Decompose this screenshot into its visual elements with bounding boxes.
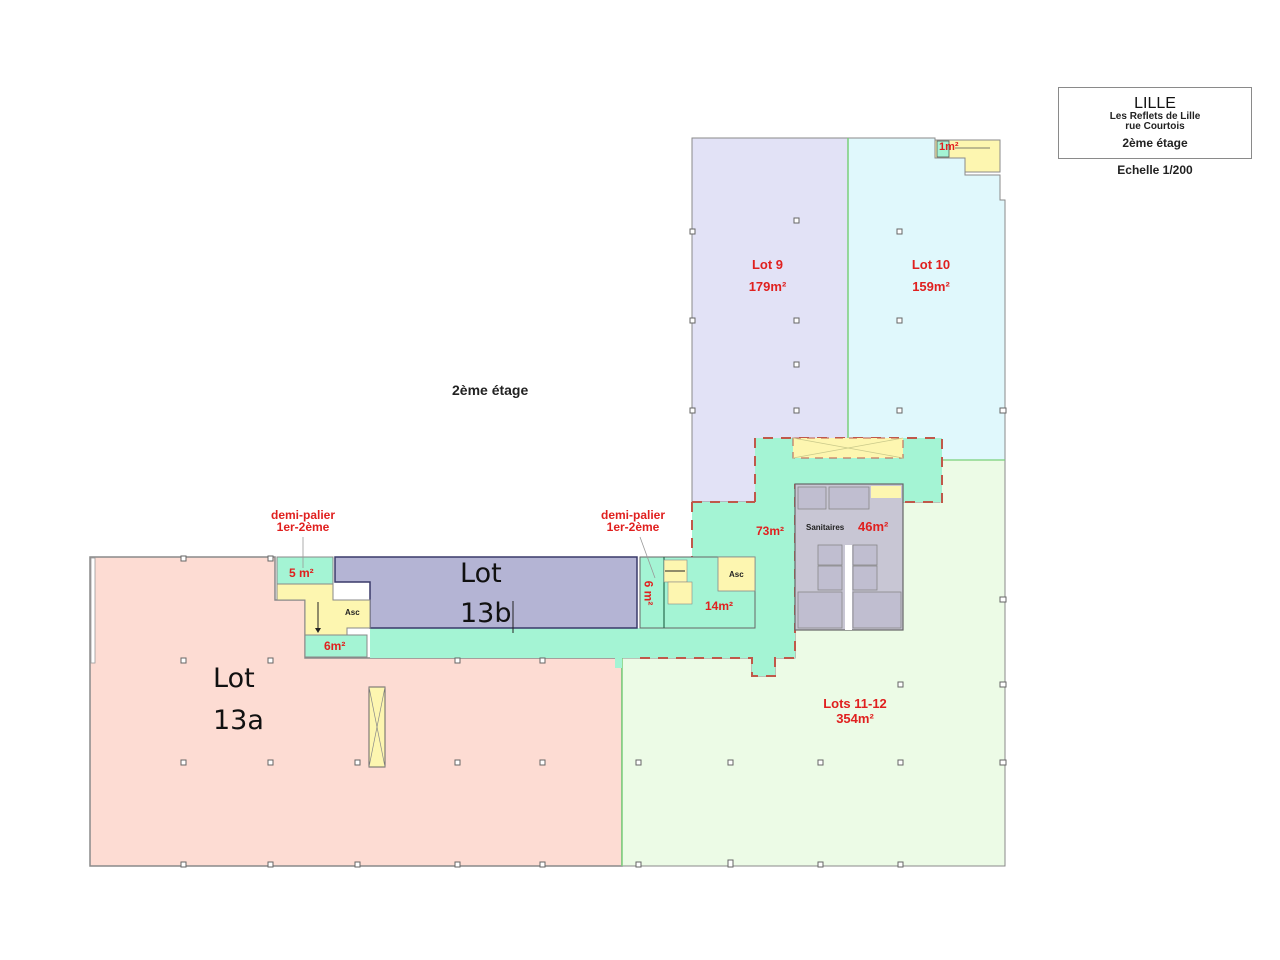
lots-11-12-name: Lots 11-12 xyxy=(823,696,887,711)
title-block: LILLE Les Reflets de Lille rue Courtois … xyxy=(1058,87,1252,159)
small-top-area-label: 1m² xyxy=(939,141,959,153)
west-core xyxy=(276,556,371,658)
lift-west-label: Asc xyxy=(345,608,360,617)
title-street: rue Courtois xyxy=(1125,121,1185,132)
structural-columns xyxy=(180,217,1007,868)
lot-10-area xyxy=(847,137,1006,461)
east-core xyxy=(639,556,756,629)
lot-13a-line1: Lot xyxy=(213,663,255,694)
sanitaires-label: Sanitaires xyxy=(806,523,845,532)
sanitaires-block xyxy=(794,483,904,631)
lot-13a-line2: 13a xyxy=(213,705,264,736)
lots-11-12-area-label: 354m² xyxy=(836,711,874,726)
lot-10-name: Lot 10 xyxy=(911,257,951,272)
lot-9-area-label: 179m² xyxy=(748,279,787,294)
leader-line-east xyxy=(639,536,656,579)
title-city: LILLE xyxy=(1134,95,1176,112)
lot-13b-line2: 13b xyxy=(460,598,512,629)
demi-palier-west-line1: demi-palier xyxy=(270,508,336,522)
west-wall xyxy=(90,557,96,664)
east-landing-area-label: 6 m² xyxy=(641,580,656,606)
lot-10-area-label: 159m² xyxy=(912,279,950,294)
demi-palier-west-line2: 1er-2ème xyxy=(276,520,330,534)
floor-label: 2ème étage xyxy=(452,382,529,398)
lot-13b-line1: Lot xyxy=(460,558,502,589)
lot-13a-area xyxy=(89,556,623,867)
lot-9-name: Lot 9 xyxy=(751,257,784,272)
corridor-area-label: 73m² xyxy=(756,524,785,538)
west-landing-top-area-label: 5 m² xyxy=(289,566,314,580)
west-landing-bottom-area-label: 6m² xyxy=(324,639,346,653)
sanitaires-area-label: 46m² xyxy=(858,519,889,534)
title-building: Les Reflets de Lille xyxy=(1109,111,1201,122)
scale-label: Echelle 1/200 xyxy=(1117,163,1193,177)
east-core-area-label: 14m² xyxy=(705,599,734,613)
demi-palier-east-line2: 1er-2ème xyxy=(606,520,660,534)
shaft-lot-13a xyxy=(368,686,386,768)
demi-palier-east-line1: demi-palier xyxy=(600,508,666,522)
title-floor: 2ème étage xyxy=(1122,136,1188,150)
lift-east-label: Asc xyxy=(729,570,744,579)
